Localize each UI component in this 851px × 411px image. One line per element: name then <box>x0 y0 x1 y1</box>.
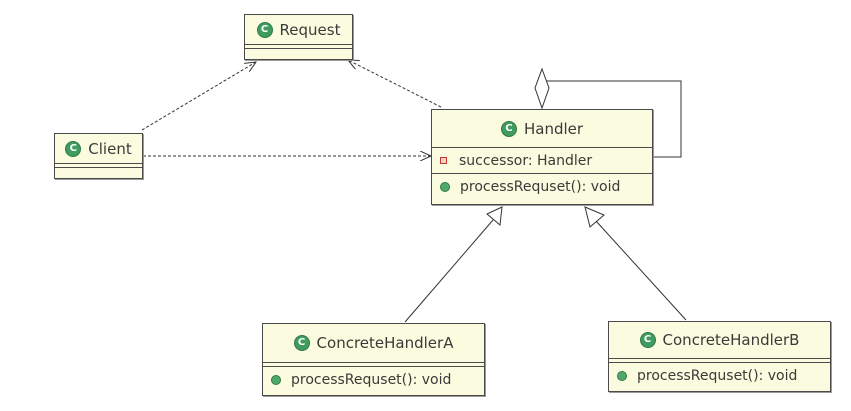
method-text: processRequset(): void <box>460 178 621 195</box>
class-icon: C <box>639 332 656 348</box>
class-header: C ConcreteHandlerB <box>609 322 830 358</box>
operations-compartment: processRequset(): void <box>432 173 652 199</box>
class-name: ConcreteHandlerA <box>316 334 454 352</box>
class-handler[interactable]: C Handler successor: Handler processRequ… <box>431 109 653 205</box>
class-icon: C <box>500 120 517 137</box>
generalization-triangle-icon <box>486 206 503 226</box>
attributes-compartment <box>609 358 830 362</box>
method-text: processRequset(): void <box>637 367 798 384</box>
method-process-request[interactable]: processRequset(): void <box>263 367 484 392</box>
client-request-dependency[interactable] <box>141 62 256 131</box>
method-text: processRequset(): void <box>291 371 452 388</box>
field-successor[interactable]: successor: Handler <box>432 148 652 173</box>
method-process-request[interactable]: processRequset(): void <box>609 363 830 388</box>
field-text: successor: Handler <box>459 152 593 169</box>
class-header: C Handler <box>432 110 652 147</box>
method-process-request[interactable]: processRequset(): void <box>432 174 652 199</box>
handler-request-dependency[interactable] <box>348 60 442 108</box>
public-method-icon <box>617 370 627 381</box>
public-method-icon <box>440 181 450 192</box>
operations-compartment <box>245 48 352 52</box>
class-request[interactable]: C Request <box>244 14 353 60</box>
class-icon: C <box>293 335 310 351</box>
class-icon: C <box>65 140 82 157</box>
attributes-compartment <box>263 362 484 366</box>
class-concrete-handler-b[interactable]: C ConcreteHandlerB processRequset(): voi… <box>608 321 831 392</box>
class-name: Client <box>88 139 132 158</box>
class-name: Handler <box>523 119 584 138</box>
operations-compartment <box>55 167 142 171</box>
class-header: C ConcreteHandlerA <box>263 324 484 362</box>
class-header: C Client <box>55 134 142 163</box>
class-name: Request <box>279 20 341 39</box>
operations-compartment: processRequset(): void <box>609 362 830 388</box>
operations-compartment: processRequset(): void <box>263 366 484 392</box>
public-method-icon <box>271 374 281 385</box>
attributes-compartment: successor: Handler <box>432 147 652 173</box>
attributes-compartment <box>245 44 352 48</box>
attributes-compartment <box>55 163 142 167</box>
class-name: ConcreteHandlerB <box>662 331 800 349</box>
concrete-b-handler-generalization[interactable] <box>584 206 687 321</box>
class-client[interactable]: C Client <box>54 133 143 179</box>
handler-successor-aggregation[interactable] <box>534 67 682 158</box>
class-concrete-handler-a[interactable]: C ConcreteHandlerA processRequset(): voi… <box>262 323 485 396</box>
class-icon: C <box>256 21 273 38</box>
generalization-triangle-icon <box>584 206 605 228</box>
concrete-a-handler-generalization[interactable] <box>404 206 503 323</box>
private-field-icon <box>440 157 447 164</box>
class-header: C Request <box>245 15 352 44</box>
aggregation-diamond-icon <box>534 67 550 110</box>
